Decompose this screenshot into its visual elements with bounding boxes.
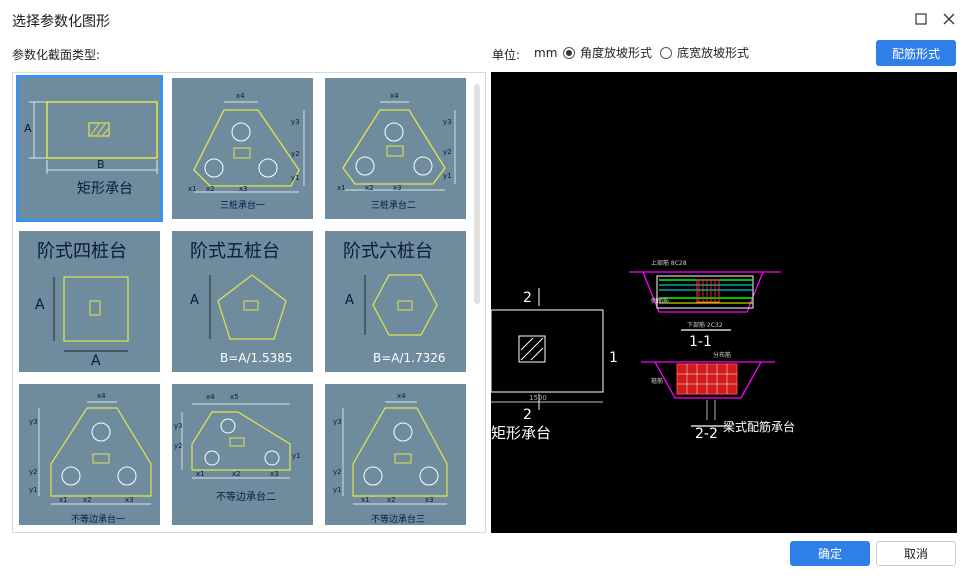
radio-width-slope-label: 底宽放坡形式 bbox=[677, 46, 750, 60]
dim-label-a: A bbox=[91, 353, 101, 369]
shape-caption: 三桩承台一 bbox=[220, 201, 266, 211]
shape-tile-three-pile-2[interactable]: x4 y3 y2 y1 x1 x2 x3 三桩承台二 bbox=[325, 78, 466, 219]
rebar-label-side: 侧面筋 bbox=[651, 298, 670, 305]
radio-angle-slope[interactable]: 角度放坡形式 bbox=[563, 44, 652, 61]
shape-caption: 不等边承台二 bbox=[216, 492, 276, 503]
dim-label-x1: x1 bbox=[196, 470, 205, 478]
dim-label-x4: x4 bbox=[397, 392, 406, 400]
shape-caption: 不等边承台一 bbox=[71, 515, 126, 525]
dim-label-y1: y1 bbox=[443, 172, 452, 180]
shape-caption: 不等边承台三 bbox=[371, 515, 426, 525]
dim-label-y2: y2 bbox=[291, 150, 300, 158]
grid-scrollbar[interactable] bbox=[474, 84, 480, 304]
maximize-icon[interactable] bbox=[911, 9, 931, 29]
dim-label-y1: y1 bbox=[29, 486, 38, 494]
section-mark-top: 2 bbox=[523, 290, 532, 306]
dim-label-y1: y1 bbox=[291, 174, 300, 182]
dim-label-y3: y3 bbox=[443, 118, 452, 126]
dim-label-x3: x3 bbox=[425, 496, 434, 504]
dim-label-y3: y3 bbox=[29, 418, 38, 426]
shape-tile-uneven-1[interactable]: x4 y3 y2 y1 x1 x2 x3 不等边承台一 bbox=[19, 384, 160, 525]
dim-label-x3: x3 bbox=[125, 496, 134, 504]
radio-width-slope[interactable]: 底宽放坡形式 bbox=[660, 44, 749, 61]
rebar-label-stirrup: 箍筋 bbox=[651, 378, 664, 385]
dim-label-y1: y1 bbox=[333, 486, 342, 494]
section-mark-right: 1 bbox=[609, 350, 618, 366]
radio-dot-unchecked bbox=[660, 46, 672, 59]
dim-label-y2: y2 bbox=[333, 468, 342, 476]
shape-tile-six-pile[interactable]: 阶式六桩台 A B=A/1.7326 bbox=[325, 231, 466, 372]
dim-label-x3: x3 bbox=[270, 470, 279, 478]
radio-dot-checked bbox=[563, 46, 575, 59]
shape-caption: 矩形承台 bbox=[77, 181, 133, 197]
dim-label-x4: x4 bbox=[236, 92, 245, 100]
dim-label-x4: x4 bbox=[97, 392, 106, 400]
dim-label-a: A bbox=[190, 293, 199, 308]
shape-tile-four-pile[interactable]: 阶式四桩台 A A bbox=[19, 231, 160, 372]
dim-label-x2: x2 bbox=[387, 496, 396, 504]
shape-tile-five-pile[interactable]: 阶式五桩台 A B=A/1.5385 bbox=[172, 231, 313, 372]
unit-value: mm bbox=[534, 46, 558, 60]
section-type-label: 参数化截面类型: bbox=[12, 48, 101, 62]
shape-caption: 三桩承台二 bbox=[371, 201, 417, 211]
shape-caption: 阶式五桩台 bbox=[190, 241, 280, 262]
dim-label-x4: x4 bbox=[206, 393, 215, 401]
dim-label-x1: x1 bbox=[361, 496, 370, 504]
section-mark-bottom: 2 bbox=[523, 407, 532, 423]
shape-tile-uneven-2[interactable]: x4 x5 y3 y2 y1 x1 x2 x3 不等边承台二 bbox=[172, 384, 313, 525]
dim-label-b: B=A/1.5385 bbox=[220, 351, 293, 365]
dim-label-b: B bbox=[97, 158, 105, 171]
close-icon[interactable] bbox=[939, 9, 959, 29]
dim-label-a: A bbox=[24, 122, 32, 135]
cad-preview: 2 2 1 1500 矩形承台 1-1 2-2 梁式配筋承台 上部筋 8C28 … bbox=[491, 72, 957, 533]
dim-label-x3: x3 bbox=[239, 185, 248, 193]
ok-button[interactable]: 确定 bbox=[790, 541, 870, 566]
dim-label-x3: x3 bbox=[393, 184, 402, 192]
dim-label-y2: y2 bbox=[29, 468, 38, 476]
unit-label: 单位: bbox=[492, 48, 521, 62]
dim-label-a: A bbox=[35, 297, 45, 313]
dim-label-y3: y3 bbox=[174, 422, 183, 430]
rebar-label-dist: 分布筋 bbox=[713, 352, 732, 359]
shape-caption: 阶式六桩台 bbox=[343, 241, 433, 262]
dim-label-a: A bbox=[345, 293, 354, 308]
rebar-label-bottom: 下部筋 2C32 bbox=[687, 322, 723, 329]
dim-label-x2: x2 bbox=[83, 496, 92, 504]
dim-label-y1: y1 bbox=[292, 452, 301, 460]
dim-label-x2: x2 bbox=[206, 185, 215, 193]
shape-tile-rect[interactable]: A B 矩形承台 bbox=[16, 75, 163, 222]
shape-tile-uneven-3[interactable]: x4 y3 y2 y1 x1 x2 x3 不等边承台三 bbox=[325, 384, 466, 525]
cad-drawing bbox=[491, 271, 781, 427]
rebar-form-button[interactable]: 配筋形式 bbox=[876, 40, 956, 66]
shape-tile-three-pile-1[interactable]: x4 y3 y2 y1 x1 x2 x3 三桩承台一 bbox=[172, 78, 313, 219]
shape-caption: 阶式四桩台 bbox=[37, 241, 127, 262]
title-bar: 选择参数化图形 bbox=[0, 0, 969, 38]
dim-label-y2: y2 bbox=[443, 148, 452, 156]
dim-label-x4: x4 bbox=[390, 92, 399, 100]
cancel-button[interactable]: 取消 bbox=[876, 541, 956, 566]
dim-label-b: B=A/1.7326 bbox=[373, 351, 446, 365]
dim-label-x1: x1 bbox=[188, 185, 197, 193]
section-2-2-label: 2-2 bbox=[695, 426, 718, 442]
preview-right-caption: 梁式配筋承台 bbox=[723, 420, 796, 434]
radio-angle-slope-label: 角度放坡形式 bbox=[580, 46, 653, 60]
dim-label-y3: y3 bbox=[333, 418, 342, 426]
preview-left-caption: 矩形承台 bbox=[491, 424, 552, 442]
dim-1500: 1500 bbox=[529, 394, 547, 402]
dim-label-x2: x2 bbox=[232, 470, 241, 478]
rebar-label-top: 上部筋 8C28 bbox=[651, 260, 687, 267]
dim-label-x1: x1 bbox=[337, 184, 346, 192]
dim-label-x2: x2 bbox=[365, 184, 374, 192]
shape-grid: A B 矩形承台 x4 y3 y2 y1 x1 x2 x3 三桩承台一 bbox=[12, 72, 486, 533]
dim-label-y3: y3 bbox=[291, 118, 300, 126]
section-1-1-label: 1-1 bbox=[689, 334, 712, 350]
dim-label-x5: x5 bbox=[230, 393, 239, 401]
dim-label-y2: y2 bbox=[174, 442, 183, 450]
dim-label-x1: x1 bbox=[59, 496, 68, 504]
window-title: 选择参数化图形 bbox=[12, 14, 110, 30]
